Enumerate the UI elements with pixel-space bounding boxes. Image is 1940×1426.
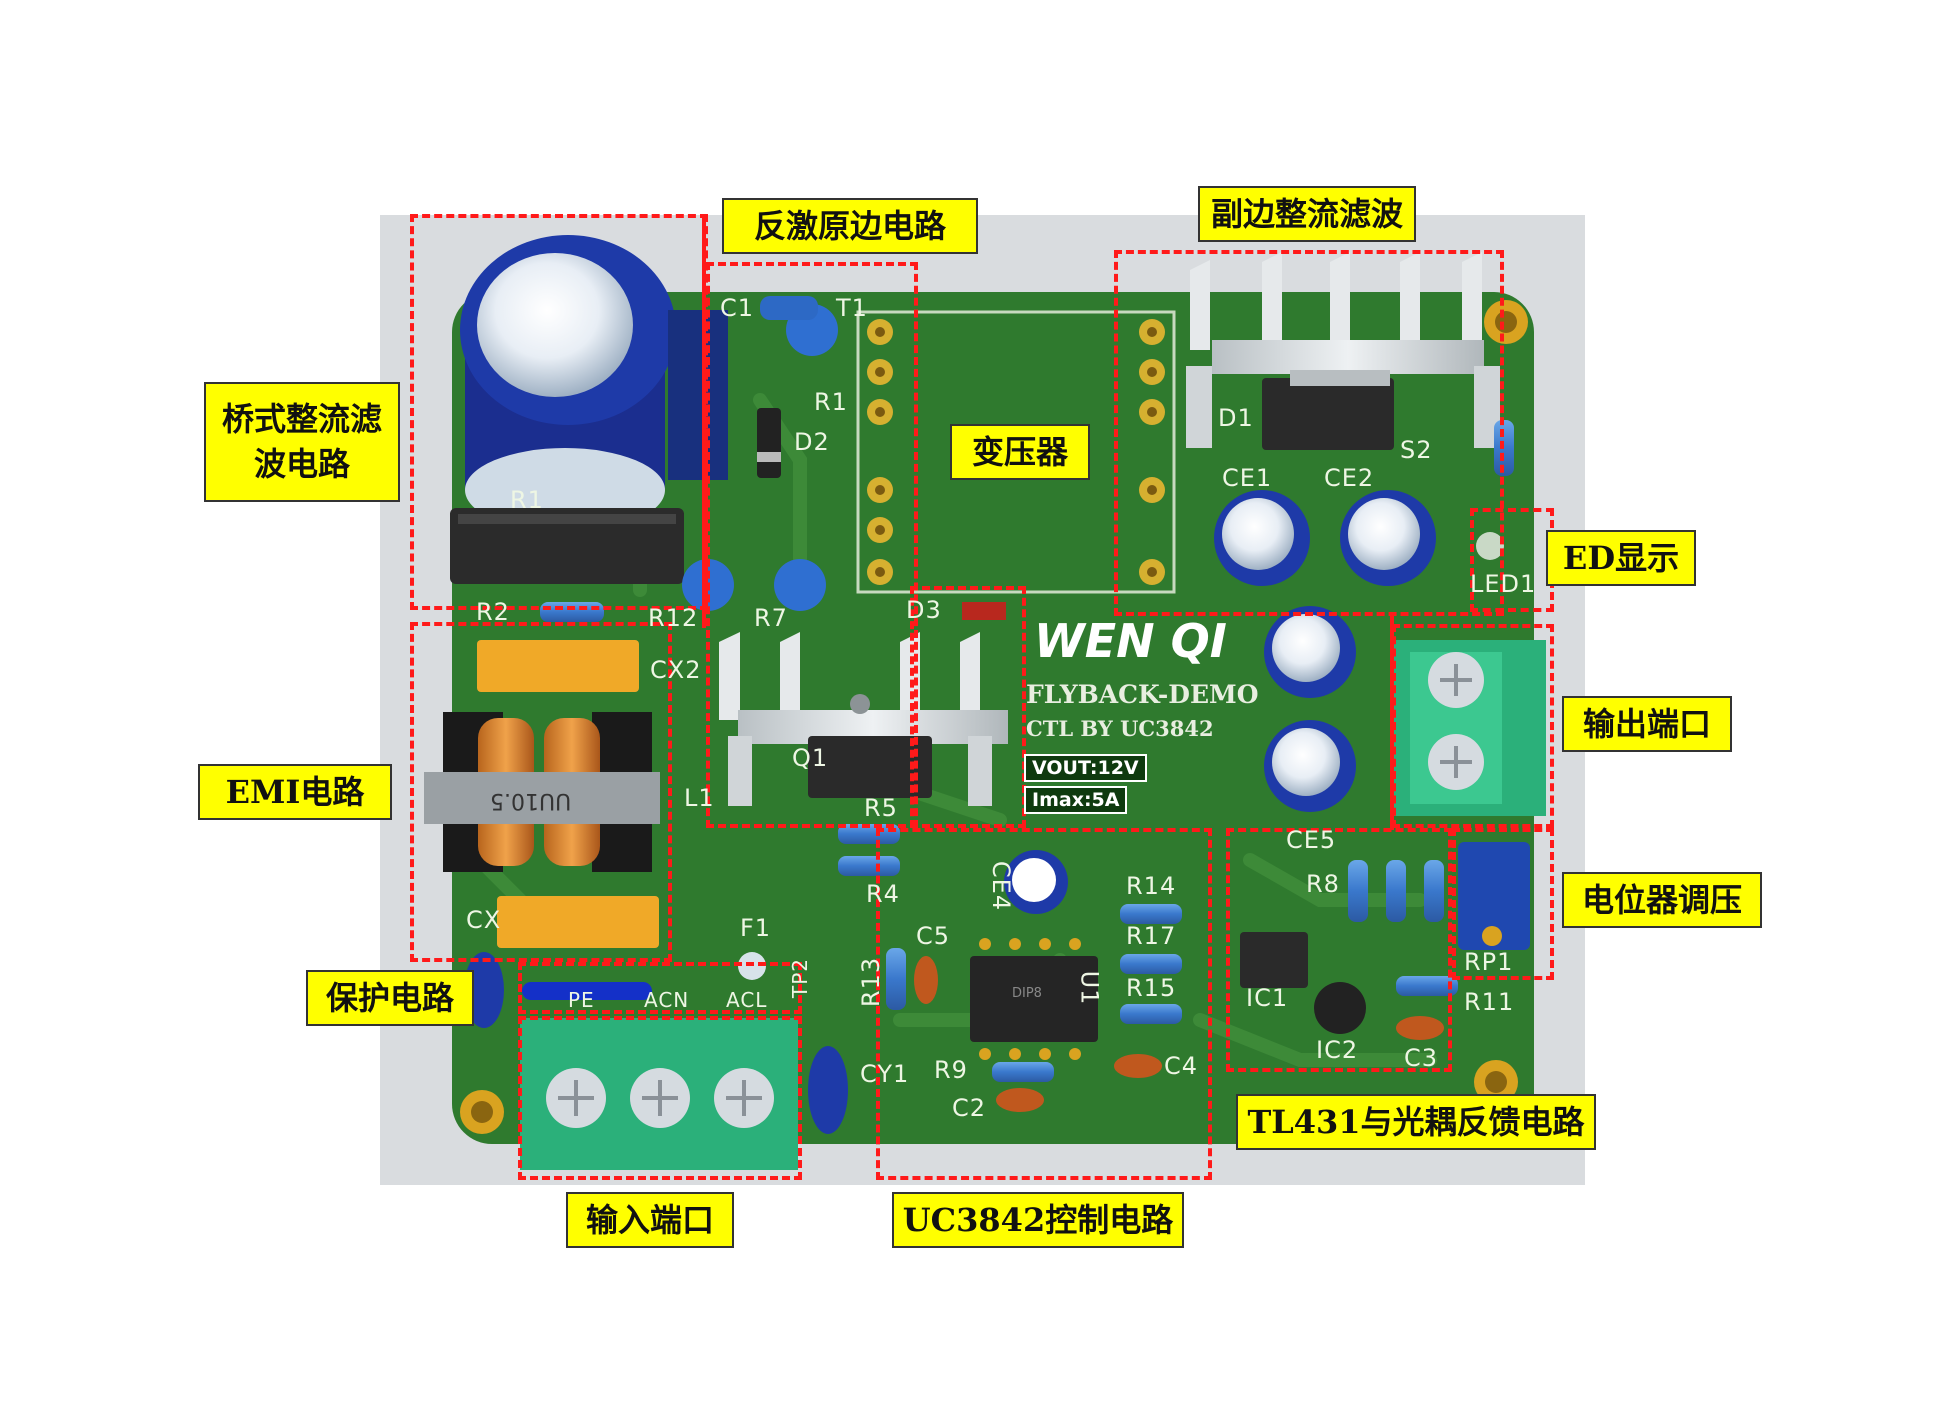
label-r11: R11 bbox=[1464, 988, 1515, 1016]
section-protection bbox=[518, 962, 802, 1014]
label-r4: R4 bbox=[866, 880, 900, 908]
callout-transformer: 变压器 bbox=[950, 424, 1090, 480]
label-r1-primary: R1 bbox=[814, 388, 848, 416]
callout-uc3842-control: UC3842控制电路 bbox=[892, 1192, 1184, 1248]
label-q1: Q1 bbox=[792, 744, 829, 772]
label-r15: R15 bbox=[1126, 974, 1177, 1002]
label-s2: S2 bbox=[1400, 436, 1433, 464]
label-d2: D2 bbox=[794, 428, 830, 456]
label-ic1: IC1 bbox=[1246, 984, 1289, 1012]
callout-flyback-primary: 反激原边电路 bbox=[722, 198, 978, 254]
label-ce1: CE1 bbox=[1222, 464, 1273, 492]
label-r1-bridge: R1 bbox=[510, 486, 544, 514]
label-u1: U1 bbox=[1075, 970, 1104, 1006]
label-cx: CX bbox=[466, 906, 502, 934]
terminal-acn: ACN bbox=[644, 988, 690, 1012]
terminal-acl: ACL bbox=[726, 988, 768, 1012]
board-brand: WEN QI bbox=[1034, 614, 1227, 668]
label-r9: R9 bbox=[934, 1056, 968, 1084]
label-ce4: CE4 bbox=[987, 860, 1016, 912]
callout-output-port: 输出端口 bbox=[1562, 696, 1732, 752]
label-rp1: RP1 bbox=[1464, 948, 1514, 976]
board-imax: Imax:5A bbox=[1024, 786, 1128, 814]
board-line2: CTL BY UC3842 bbox=[1026, 716, 1214, 741]
label-l1: L1 bbox=[684, 784, 715, 812]
label-f1: F1 bbox=[740, 914, 772, 942]
label-r14: R14 bbox=[1126, 872, 1177, 900]
label-c4: C4 bbox=[1164, 1052, 1199, 1080]
board-line1: FLYBACK-DEMO bbox=[1026, 680, 1259, 709]
label-d1: D1 bbox=[1218, 404, 1254, 432]
label-t1: T1 bbox=[836, 294, 868, 322]
label-c5: C5 bbox=[916, 922, 951, 950]
label-c3: C3 bbox=[1404, 1044, 1439, 1072]
label-d3: D3 bbox=[906, 596, 942, 624]
section-transformer bbox=[910, 586, 1026, 828]
terminal-pe: PE bbox=[568, 988, 595, 1012]
section-input-port bbox=[518, 1016, 802, 1180]
label-r13: R13 bbox=[857, 956, 886, 1008]
label-c1: C1 bbox=[720, 294, 755, 322]
label-tp2: TP2 bbox=[788, 957, 813, 999]
label-cy1: CY1 bbox=[860, 1060, 910, 1088]
callout-protection: 保护电路 bbox=[306, 970, 474, 1026]
section-output-port bbox=[1392, 624, 1554, 828]
label-c2: C2 bbox=[952, 1094, 987, 1122]
label-led1: LED1 bbox=[1470, 570, 1537, 598]
label-cx2: CX2 bbox=[650, 656, 702, 684]
callout-secondary-rectifier: 副边整流滤波 bbox=[1198, 186, 1416, 242]
label-ic2: IC2 bbox=[1316, 1036, 1359, 1064]
label-r17: R17 bbox=[1126, 922, 1177, 950]
ic-package-label: DIP8 bbox=[1012, 986, 1042, 1001]
section-emi bbox=[410, 622, 672, 962]
callout-bridge-rectifier: 桥式整流滤 波电路 bbox=[204, 382, 400, 502]
section-uc3842-control bbox=[876, 828, 1212, 1180]
label-ce5: CE5 bbox=[1286, 826, 1337, 854]
choke-label: UU10.5 bbox=[490, 788, 572, 813]
board-vout: VOUT:12V bbox=[1024, 754, 1147, 782]
callout-emi: EMI电路 bbox=[198, 764, 392, 820]
section-potentiometer bbox=[1452, 828, 1554, 980]
callout-led-display: ED显示 bbox=[1546, 530, 1696, 586]
callout-tl431-feedback: TL431与光耦反馈电路 bbox=[1236, 1094, 1596, 1150]
label-r2: R2 bbox=[476, 598, 510, 626]
section-tl431-feedback bbox=[1226, 828, 1452, 1072]
label-r12: R12 bbox=[648, 604, 699, 632]
callout-input-port: 输入端口 bbox=[566, 1192, 734, 1248]
label-r8: R8 bbox=[1306, 870, 1340, 898]
section-bridge-rectifier bbox=[410, 214, 708, 610]
label-r7: R7 bbox=[754, 604, 788, 632]
callout-potentiometer: 电位器调压 bbox=[1562, 872, 1762, 928]
section-flyback-primary bbox=[706, 262, 918, 828]
section-secondary-rectifier bbox=[1114, 250, 1504, 616]
label-r5: R5 bbox=[864, 794, 898, 822]
label-ce2: CE2 bbox=[1324, 464, 1375, 492]
